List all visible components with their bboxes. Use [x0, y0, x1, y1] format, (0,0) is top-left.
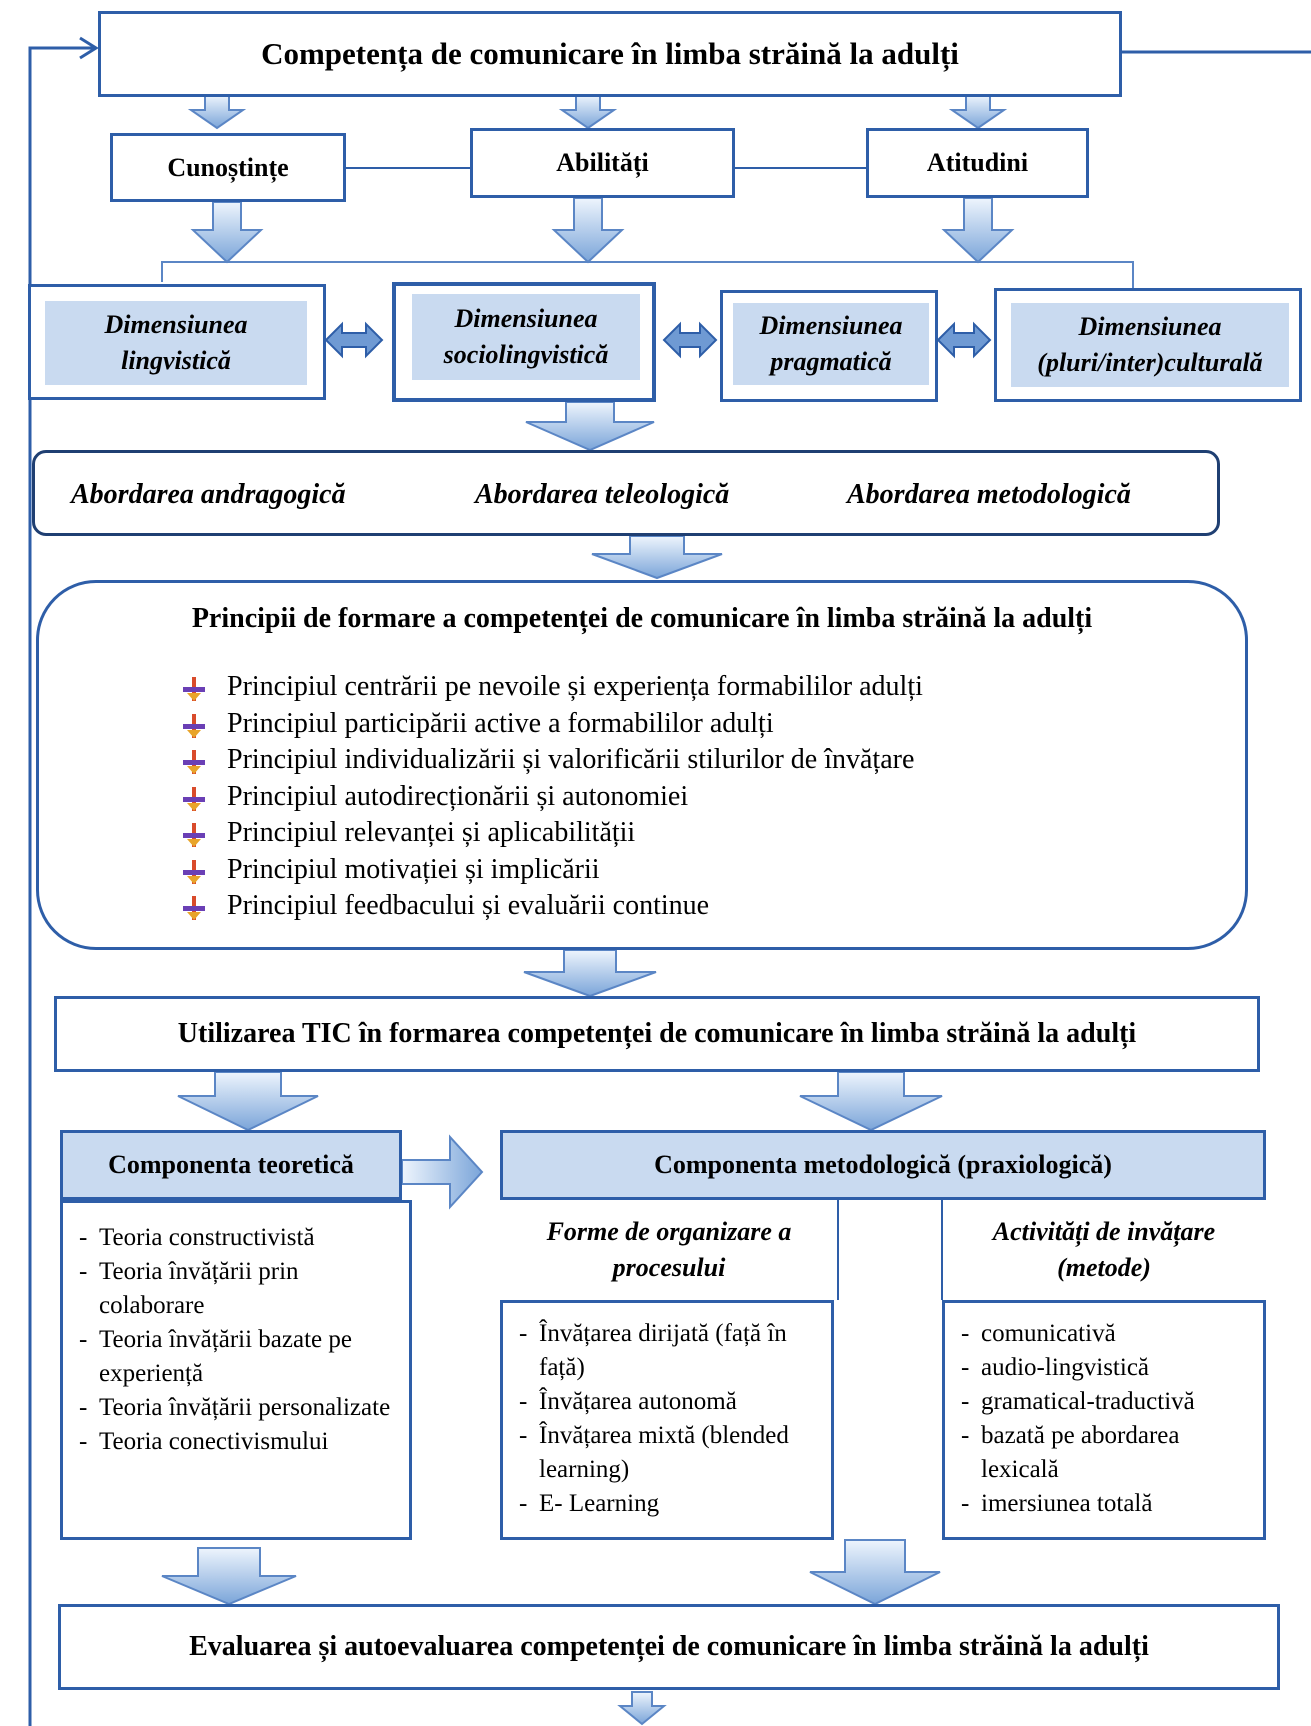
approach-teleologica: Abordarea teleologică [475, 479, 730, 510]
title-text: Competența de comunicare în limba străin… [261, 36, 959, 71]
arrow-atitudini-down [941, 197, 1015, 264]
component-cunostinte: Cunoștințe [110, 133, 346, 202]
forms-list-box: Învățarea dirijată (față în față) Învăța… [500, 1300, 834, 1540]
dimension-line1: Dimensiunea [759, 311, 903, 340]
activities-list-box: comunicativă audio-lingvistică gramatica… [942, 1300, 1266, 1540]
form-item: Învățarea dirijată (față în față) [513, 1317, 813, 1385]
arrow-principles-to-tic [523, 949, 657, 998]
component-label: Abilități [556, 148, 649, 177]
double-arrow-2 [662, 321, 718, 359]
activity-item: gramatical-traductivă [955, 1385, 1245, 1419]
activities-list: comunicativă audio-lingvistică gramatica… [955, 1317, 1245, 1521]
activity-item: bazată pe abordarea lexicală [955, 1419, 1245, 1487]
form-item: E- Learning [513, 1487, 813, 1521]
activities-heading: Activități de invățare (metode) [992, 1217, 1216, 1282]
dimension-line2: lingvistică [121, 346, 231, 375]
theory-item: Teoria învățării bazate pe experiență [73, 1323, 391, 1391]
feedback-loop-line [28, 46, 96, 1726]
arrow-cunostinte-down [190, 201, 264, 264]
principle-item: Principiul feedbacului și evaluării cont… [183, 888, 923, 925]
principle-item: Principiul individualizării și valorific… [183, 742, 923, 779]
arrow-theoretical-to-methodological [401, 1134, 484, 1210]
component-label: Atitudini [926, 148, 1029, 177]
principles-heading: Principii de formare a competenței de co… [191, 603, 1093, 634]
dimension-sociolingvistica: Dimensiunea sociolingvistică [392, 282, 656, 402]
theoretical-heading: Componenta teoretică [108, 1150, 354, 1179]
principles-list: Principiul centrării pe nevoile și exper… [183, 669, 923, 925]
theory-item: Teoria învățării prin colaborare [73, 1255, 391, 1323]
bullet-icon [183, 821, 205, 848]
arrow-evaluation-down [617, 1691, 667, 1726]
component-label: Cunoștințe [167, 152, 289, 182]
dimension-line2: sociolingvistică [443, 340, 609, 369]
principle-item: Principiul centrării pe nevoile și exper… [183, 669, 923, 706]
dimensions-bracket-line [161, 261, 1134, 290]
dimension-line1: Dimensiunea [104, 310, 248, 339]
theory-item: Teoria învățării personalizate [73, 1391, 391, 1425]
double-arrow-3 [936, 321, 992, 359]
dimension-line1: Dimensiunea [1078, 312, 1222, 341]
evaluation-box: Evaluarea și autoevaluarea competenței d… [58, 1604, 1280, 1690]
tic-box: Utilizarea TIC în formarea competenței d… [54, 996, 1260, 1072]
approach-metodologica: Abordarea metodologică [847, 479, 1131, 510]
form-item: Învățarea mixtă (blended learning) [513, 1419, 813, 1487]
arrow-abilitati-down [551, 197, 625, 264]
methodological-heading-box: Componenta metodologică (praxiologică) [500, 1130, 1266, 1200]
principles-box: Principii de formare a competenței de co… [36, 580, 1248, 950]
bullet-icon [183, 675, 205, 702]
arrow-theoretical-to-evaluation [161, 1547, 297, 1606]
principle-item: Principiul relevanței și aplicabilității [183, 815, 923, 852]
dimension-pluri-inter-culturala: Dimensiunea (pluri/inter)culturală [994, 288, 1302, 402]
arrow-methodological-to-evaluation [809, 1539, 941, 1606]
arrow-tic-to-theoretical [177, 1071, 319, 1132]
arrow-approaches-to-principles [591, 535, 723, 580]
methodological-heading: Componenta metodologică (praxiologică) [654, 1150, 1112, 1179]
arrow-title-to-atitudini [948, 94, 1008, 130]
form-item: Învățarea autonomă [513, 1385, 813, 1419]
evaluation-text: Evaluarea și autoevaluarea competenței d… [189, 1631, 1149, 1662]
principle-item: Principiul motivației și implicării [183, 852, 923, 889]
title-box: Competența de comunicare în limba străin… [98, 11, 1122, 97]
forms-list: Învățarea dirijată (față în față) Învăța… [513, 1317, 813, 1521]
double-arrow-1 [324, 321, 384, 359]
component-atitudini: Atitudini [866, 128, 1089, 198]
bullet-icon [183, 748, 205, 775]
arrow-title-to-abilitati [558, 94, 618, 130]
arrow-tic-to-methodological [799, 1071, 943, 1132]
arrow-dimensions-to-approaches [525, 401, 655, 452]
theoretical-list-box: Teoria constructivistă Teoria învățării … [60, 1200, 412, 1540]
activity-item: imersiunea totală [955, 1487, 1245, 1521]
bullet-icon [183, 785, 205, 811]
dimension-pragmatica: Dimensiunea pragmatică [720, 290, 938, 402]
activity-item: comunicativă [955, 1317, 1245, 1351]
tic-text: Utilizarea TIC în formarea competenței d… [177, 1018, 1137, 1049]
approaches-box: Abordarea andragogică Abordarea teleolog… [32, 450, 1220, 536]
bullet-icon [183, 858, 205, 884]
bullet-icon [183, 712, 205, 738]
activity-item: audio-lingvistică [955, 1351, 1245, 1385]
component-abilitati: Abilități [470, 128, 735, 198]
theoretical-list: Teoria constructivistă Teoria învățării … [73, 1221, 391, 1459]
feedback-arrowhead [79, 36, 99, 60]
theory-item: Teoria constructivistă [73, 1221, 391, 1255]
principle-item: Principiul participării active a formabi… [183, 706, 923, 743]
dimension-line1: Dimensiunea [454, 304, 598, 333]
approach-andragogica: Abordarea andragogică [71, 479, 346, 510]
dimension-line2: (pluri/inter)culturală [1037, 348, 1263, 377]
bullet-icon [183, 894, 205, 921]
principle-item: Principiul autodirecționării și autonomi… [183, 779, 923, 816]
forms-heading: Forme de organizare a procesului [546, 1217, 792, 1282]
arrow-title-to-cunostinte [187, 94, 247, 130]
theory-item: Teoria conectivismului [73, 1425, 391, 1459]
dimension-line2: pragmatică [770, 347, 892, 376]
theoretical-heading-box: Componenta teoretică [60, 1130, 402, 1200]
dimension-lingvistica: Dimensiunea lingvistică [28, 284, 326, 400]
